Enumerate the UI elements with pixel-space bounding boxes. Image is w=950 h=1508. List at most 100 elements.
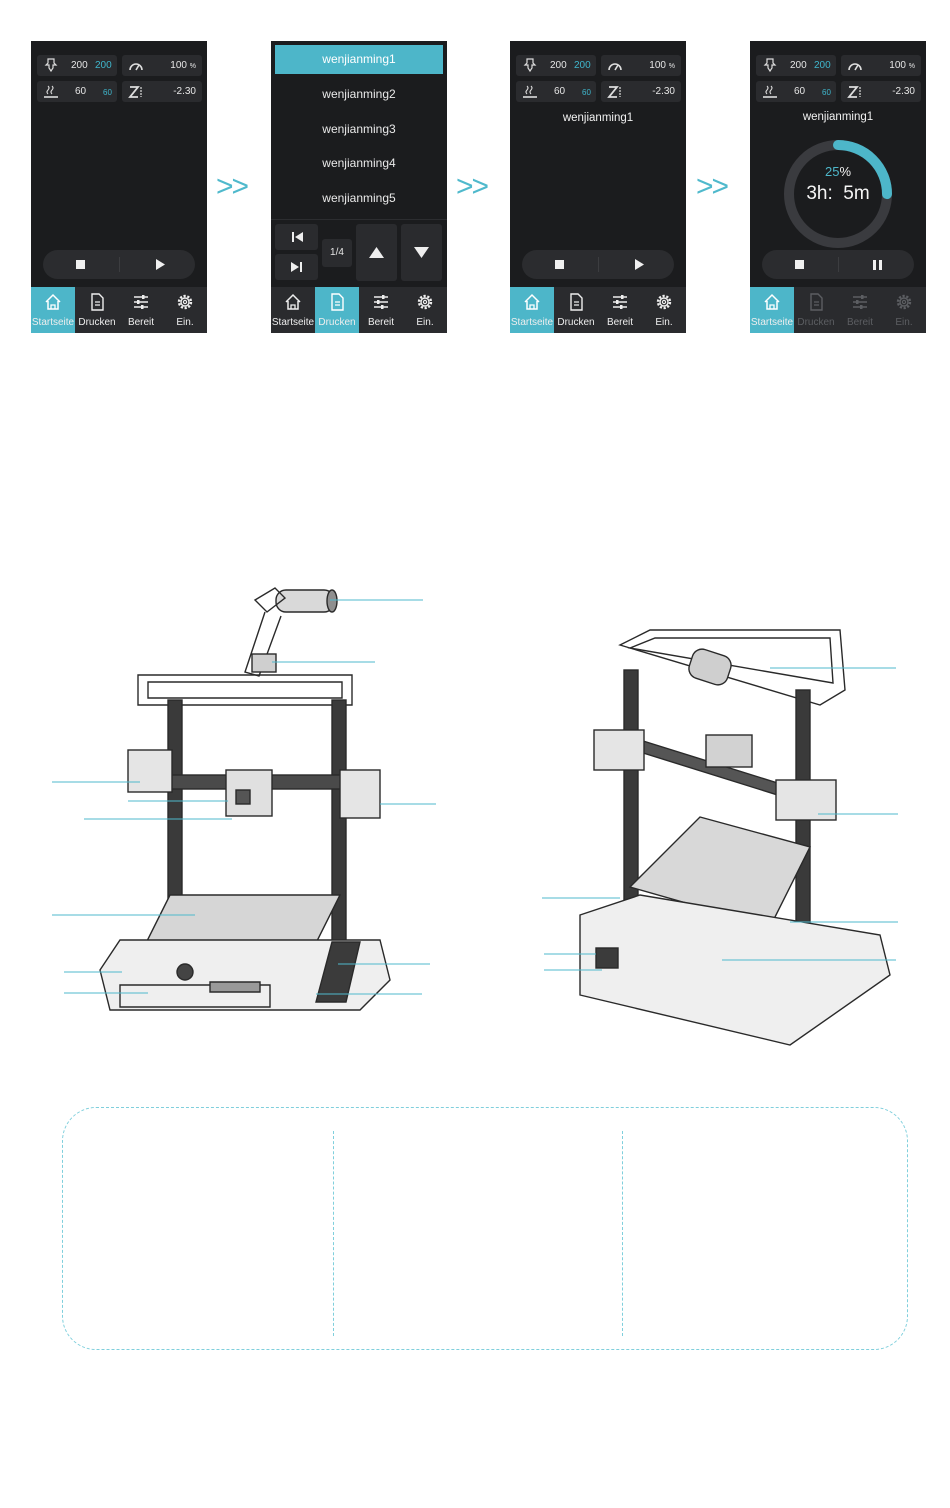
speed-cell[interactable]: 100 % (122, 55, 202, 76)
stop-icon (76, 260, 85, 269)
file-icon (810, 293, 823, 311)
sliders-icon (853, 295, 867, 309)
scroll-down-button[interactable] (401, 224, 442, 281)
home-icon (524, 293, 540, 310)
nozzle-temp-cell[interactable]: 200 200 (756, 55, 836, 76)
pause-button[interactable] (838, 250, 914, 279)
z-offset-value: -2.30 (892, 86, 915, 97)
gear-icon (896, 294, 912, 310)
printer-rear-view (542, 629, 898, 1046)
stop-button[interactable] (522, 250, 598, 279)
time-remaining: 3h: 5m (806, 183, 870, 204)
nav-print[interactable]: Drucken (315, 287, 359, 333)
home-icon (764, 293, 780, 310)
bed-temp-value: 60 (794, 86, 806, 97)
nav-print-disabled: Drucken (794, 287, 838, 333)
screen-home-idle: 200 200 100 % 60 60 -2.30 Startseite Dru… (31, 41, 207, 333)
progress-arc (784, 140, 892, 248)
stop-icon (555, 260, 564, 269)
nav-prepare-disabled: Bereit (838, 287, 882, 333)
nav-print[interactable]: Drucken (75, 287, 119, 333)
play-button[interactable] (119, 250, 195, 279)
nav-settings[interactable]: Ein. (163, 287, 207, 333)
file-icon (570, 293, 583, 311)
bed-temp-value: 60 (554, 86, 566, 97)
bed-target-value: 60 (103, 88, 112, 97)
stop-button[interactable] (43, 250, 119, 279)
gear-icon (656, 294, 672, 310)
play-button[interactable] (598, 250, 674, 279)
nav-home[interactable]: Startseite (750, 287, 794, 333)
print-control-bar (762, 250, 914, 279)
nav-prepare[interactable]: Bereit (359, 287, 403, 333)
z-offset-cell[interactable]: -2.30 (601, 81, 681, 102)
progress-ring (784, 140, 892, 248)
play-icon (635, 259, 644, 270)
file-list-item[interactable]: wenjianming5 (322, 191, 396, 205)
z-offset-icon (607, 86, 621, 98)
nav-print[interactable]: Drucken (554, 287, 598, 333)
nozzle-temp-cell[interactable]: 200 200 (37, 55, 117, 76)
bed-target-value: 60 (822, 88, 831, 97)
callout-lines-rear (542, 667, 898, 971)
speed-value: 100 % (649, 60, 675, 71)
bottom-nav: Startseite Drucken Bereit Ein. (271, 287, 447, 333)
nozzle-icon (763, 58, 777, 73)
screen-file-selected: 200 200 100 % 60 60 -2.30 wenjianming1 S… (510, 41, 686, 333)
speed-gauge-icon (848, 63, 862, 71)
nav-home[interactable]: Startseite (31, 287, 75, 333)
nozzle-target-value: 200 (574, 60, 591, 71)
nav-settings[interactable]: Ein. (403, 287, 447, 333)
bed-heat-icon (763, 85, 777, 98)
legend-divider (622, 1131, 623, 1336)
nav-home[interactable]: Startseite (271, 287, 315, 333)
bed-temp-cell[interactable]: 60 60 (516, 81, 596, 102)
first-page-button[interactable] (275, 224, 318, 250)
scroll-up-button[interactable] (356, 224, 397, 281)
bottom-nav: Startseite Drucken Bereit Ein. (510, 287, 686, 333)
screen-printing: 200 200 100 % 60 60 -2.30 wenjianming1 2… (750, 41, 926, 333)
speed-cell[interactable]: 100 % (601, 55, 681, 76)
nozzle-temp-cell[interactable]: 200 200 (516, 55, 596, 76)
file-list-item[interactable]: wenjianming4 (322, 156, 396, 170)
nozzle-icon (523, 58, 537, 73)
legend-divider (333, 1131, 334, 1336)
print-control-bar (43, 250, 195, 279)
progress-percent: 25% (824, 164, 852, 179)
nav-settings[interactable]: Ein. (642, 287, 686, 333)
nav-prepare[interactable]: Bereit (598, 287, 642, 333)
nav-prepare[interactable]: Bereit (119, 287, 163, 333)
file-list-item[interactable]: wenjianming3 (322, 122, 396, 136)
file-list-item[interactable]: wenjianming1 (275, 45, 443, 74)
gear-icon (177, 294, 193, 310)
bed-temp-cell[interactable]: 60 60 (37, 81, 117, 102)
sliders-icon (613, 295, 627, 309)
skip-forward-icon (291, 262, 302, 272)
page-indicator: 1/4 (322, 239, 352, 267)
home-icon (45, 293, 61, 310)
file-list-item[interactable]: wenjianming2 (322, 87, 396, 101)
speed-gauge-icon (129, 63, 143, 71)
speed-cell[interactable]: 100 % (841, 55, 921, 76)
bed-temp-cell[interactable]: 60 60 (756, 81, 836, 102)
file-icon (331, 293, 344, 311)
triangle-up-icon (369, 247, 384, 258)
stop-button[interactable] (762, 250, 838, 279)
bed-target-value: 60 (582, 88, 591, 97)
last-page-button[interactable] (275, 254, 318, 280)
nozzle-icon (44, 58, 58, 73)
nav-settings-disabled: Ein. (882, 287, 926, 333)
z-offset-cell[interactable]: -2.30 (841, 81, 921, 102)
callout-lines-front (52, 599, 436, 995)
nav-home[interactable]: Startseite (510, 287, 554, 333)
bottom-nav: Startseite Drucken Bereit Ein. (31, 287, 207, 333)
sliders-icon (134, 295, 148, 309)
stop-icon (795, 260, 804, 269)
gear-icon (417, 294, 433, 310)
z-offset-icon (847, 86, 861, 98)
z-offset-icon (128, 86, 142, 98)
z-offset-cell[interactable]: -2.30 (122, 81, 202, 102)
triangle-down-icon (414, 247, 429, 258)
speed-value: 100 % (889, 60, 915, 71)
printer-front-view (52, 587, 436, 1011)
